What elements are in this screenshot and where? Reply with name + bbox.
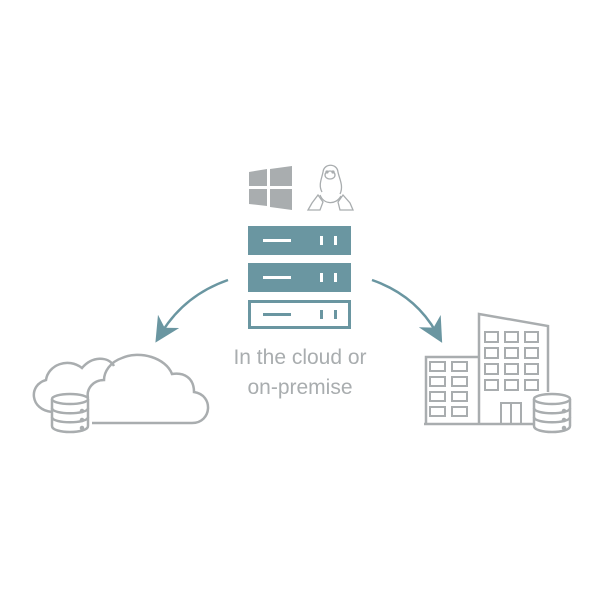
server-unit [248,300,351,329]
linux-penguin-icon [306,164,354,211]
caption-line-1: In the cloud or [233,346,367,369]
curved-arrow-icon [371,278,443,343]
curved-arrow-icon [155,278,229,343]
cloud-icon [32,353,210,425]
database-icon [532,392,572,434]
caption-line-2: on-premise [247,376,353,399]
office-building-icon [424,312,550,426]
server-rack-icon [248,226,351,329]
database-icon [50,392,90,434]
windows-logo-icon [249,166,292,210]
